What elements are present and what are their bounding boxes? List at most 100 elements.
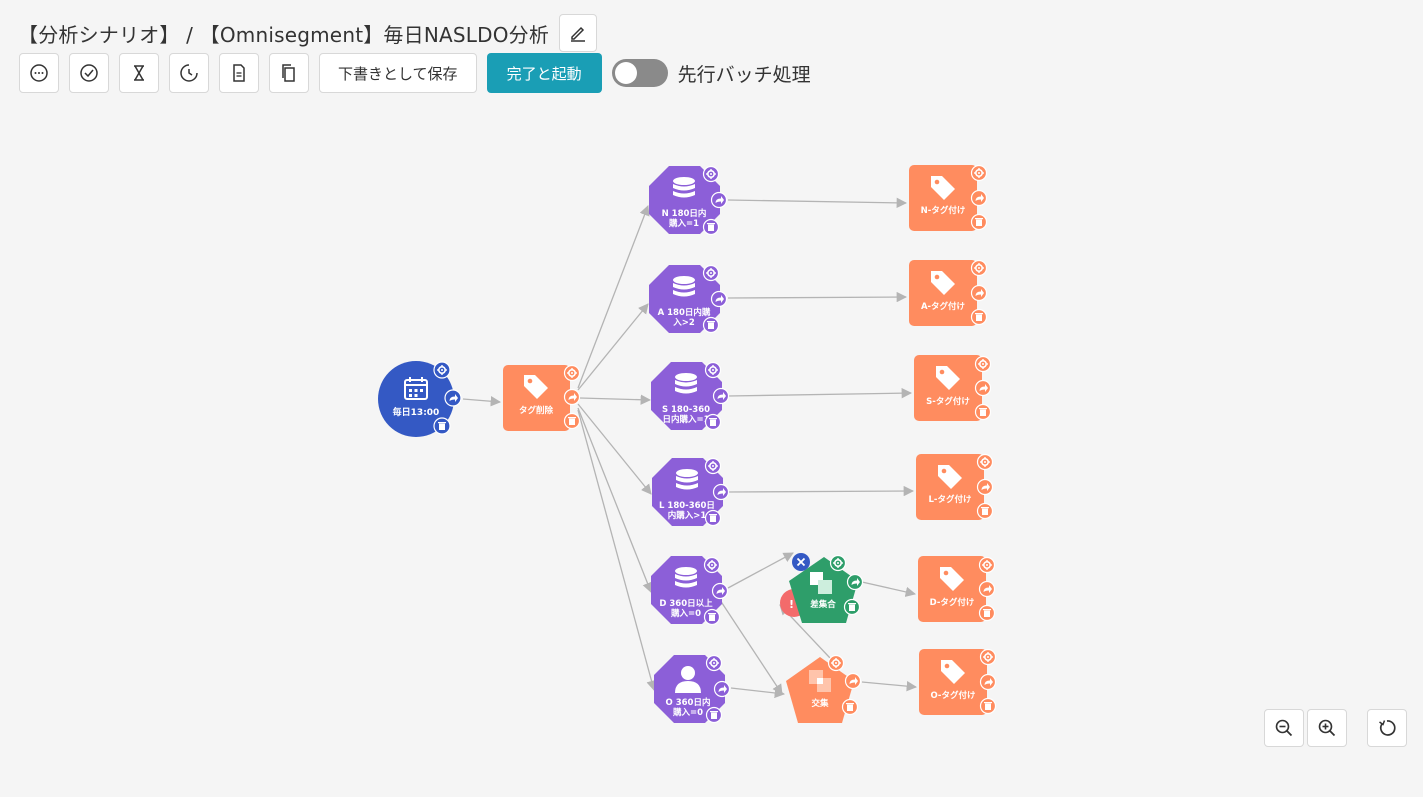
- tag-node-o[interactable]: O-タグ付け: [919, 648, 997, 715]
- edge: [861, 581, 917, 598]
- trash-icon[interactable]: [703, 608, 721, 626]
- trash-icon[interactable]: [841, 698, 859, 716]
- node-label: D 360日以上: [659, 598, 713, 609]
- gear-icon[interactable]: [705, 654, 723, 672]
- share-icon[interactable]: [976, 478, 994, 496]
- edge: [577, 303, 649, 391]
- validate-button[interactable]: [69, 53, 109, 93]
- gear-icon[interactable]: [827, 654, 845, 672]
- share-icon[interactable]: [844, 672, 862, 690]
- document-icon: [233, 64, 245, 82]
- trash-icon[interactable]: [976, 502, 994, 520]
- segment-node-d[interactable]: D 360日以上 購入=0: [651, 556, 729, 626]
- copy-button[interactable]: [269, 53, 309, 93]
- gear-icon[interactable]: [970, 259, 988, 277]
- segment-node-s[interactable]: S 180-360 日内購入=1: [651, 361, 730, 431]
- node-label: 差集合: [809, 599, 836, 610]
- node-label: 購入=0: [670, 608, 701, 619]
- trash-icon[interactable]: [702, 316, 720, 334]
- tag-node-l[interactable]: L-タグ付け: [916, 453, 994, 520]
- gear-icon[interactable]: [563, 364, 581, 382]
- share-icon[interactable]: [563, 388, 581, 406]
- trash-icon[interactable]: [970, 308, 988, 326]
- gear-icon[interactable]: [974, 355, 992, 373]
- edit-title-button[interactable]: [559, 14, 598, 52]
- edge: [577, 403, 652, 495]
- edge: [727, 485, 915, 497]
- trash-icon[interactable]: [843, 598, 861, 616]
- trash-icon[interactable]: [704, 413, 722, 431]
- difference-node[interactable]: ! 差集合: [780, 553, 864, 623]
- edges: [462, 197, 918, 699]
- gear-icon[interactable]: [704, 457, 722, 475]
- share-icon[interactable]: [711, 582, 729, 600]
- gear-icon[interactable]: [976, 453, 994, 471]
- reset-view-button[interactable]: [1367, 709, 1407, 747]
- schedule-button[interactable]: [119, 53, 159, 93]
- share-icon[interactable]: [974, 379, 992, 397]
- share-icon[interactable]: [978, 580, 996, 598]
- share-icon[interactable]: [710, 191, 728, 209]
- segment-node-a[interactable]: A 180日内購 入>2: [649, 264, 728, 334]
- zoom-in-button[interactable]: [1307, 709, 1347, 747]
- share-icon[interactable]: [970, 189, 988, 207]
- node-label: D-タグ付け: [930, 597, 975, 608]
- zoom-out-button[interactable]: [1264, 709, 1304, 747]
- close-icon[interactable]: [792, 553, 810, 571]
- schedule-trigger-node[interactable]: 毎日13:00: [378, 361, 462, 437]
- gear-icon[interactable]: [970, 164, 988, 182]
- save-draft-button[interactable]: 下書きとして保存: [319, 53, 477, 93]
- complete-launch-button[interactable]: 完了と起動: [486, 53, 602, 93]
- share-icon[interactable]: [712, 483, 730, 501]
- share-icon[interactable]: [712, 387, 730, 405]
- share-icon[interactable]: [444, 389, 462, 407]
- trash-icon[interactable]: [705, 706, 723, 724]
- trash-icon[interactable]: [979, 697, 997, 715]
- tag-node-s[interactable]: S-タグ付け: [914, 355, 992, 421]
- tag-delete-node[interactable]: タグ削除: [503, 364, 581, 431]
- gear-icon[interactable]: [704, 361, 722, 379]
- node-label: 購入=0: [672, 707, 703, 718]
- gear-icon[interactable]: [829, 554, 847, 572]
- share-icon[interactable]: [970, 284, 988, 302]
- batch-toggle[interactable]: [611, 59, 668, 87]
- tag-node-a[interactable]: A-タグ付け: [909, 259, 988, 326]
- gear-icon[interactable]: [702, 165, 720, 183]
- comment-button[interactable]: [19, 53, 59, 93]
- intersection-node[interactable]: 交集: [786, 654, 862, 724]
- share-icon[interactable]: [713, 680, 731, 698]
- history-button[interactable]: [169, 53, 209, 93]
- trash-icon[interactable]: [974, 403, 992, 421]
- edge: [730, 687, 786, 699]
- edge: [577, 205, 650, 389]
- copy-icon: [282, 64, 295, 82]
- node-label: 交集: [811, 698, 829, 709]
- share-icon[interactable]: [710, 290, 728, 308]
- gear-icon[interactable]: [433, 361, 451, 379]
- edge: [727, 291, 908, 303]
- segment-node-n[interactable]: N 180日内 購入=1: [649, 165, 728, 236]
- share-icon[interactable]: [979, 673, 997, 691]
- gear-icon[interactable]: [979, 648, 997, 666]
- document-button[interactable]: [219, 53, 259, 93]
- database-icon: [673, 276, 695, 297]
- segment-node-o[interactable]: O 360日内 購入=0: [654, 654, 731, 724]
- tag-node-d[interactable]: D-タグ付け: [918, 556, 996, 622]
- gear-icon[interactable]: [978, 556, 996, 574]
- node-label: 入>2: [672, 318, 695, 328]
- zoom-in-icon: [1318, 719, 1336, 737]
- history-icon: [180, 64, 198, 82]
- gear-icon[interactable]: [703, 556, 721, 574]
- trash-icon[interactable]: [978, 604, 996, 622]
- trash-icon[interactable]: [563, 412, 581, 430]
- share-icon[interactable]: [846, 573, 864, 591]
- trash-icon[interactable]: [970, 213, 988, 231]
- gear-icon[interactable]: [702, 264, 720, 282]
- node-label: 内購入>1: [668, 510, 707, 521]
- trash-icon[interactable]: [702, 218, 720, 236]
- edge: [719, 599, 783, 695]
- trash-icon[interactable]: [433, 417, 451, 435]
- trash-icon[interactable]: [704, 509, 722, 527]
- segment-node-l[interactable]: L 180-360日 内購入>1: [652, 457, 730, 527]
- tag-node-n[interactable]: N-タグ付け: [909, 164, 988, 231]
